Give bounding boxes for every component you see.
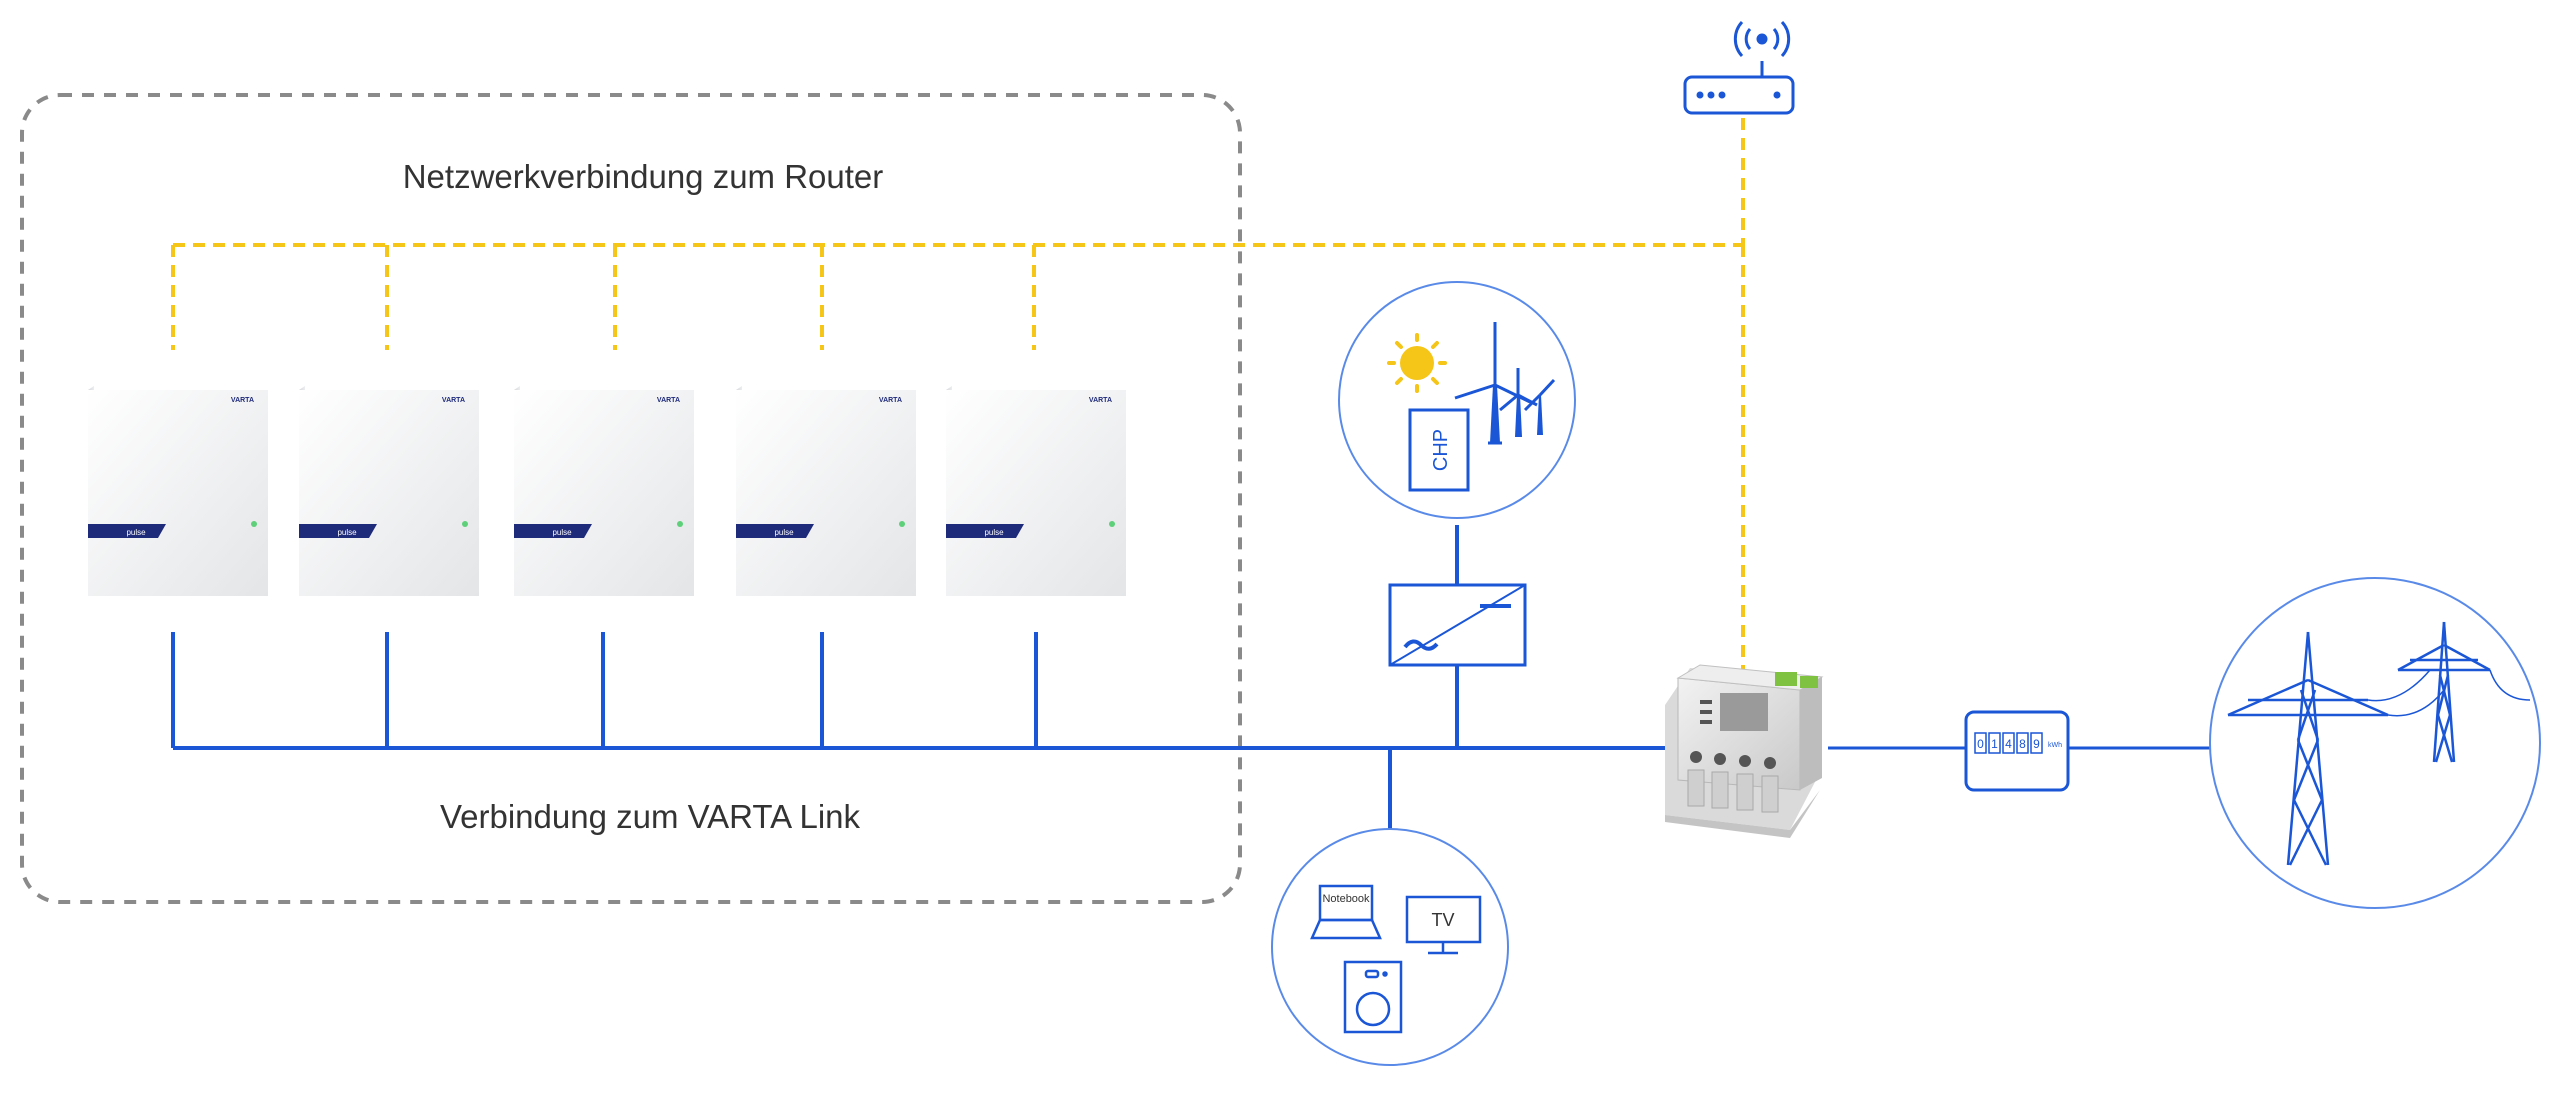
svg-text:1: 1	[1991, 737, 1998, 751]
svg-text:pulse: pulse	[552, 528, 572, 537]
svg-text:VARTA: VARTA	[442, 397, 465, 404]
svg-text:0: 0	[1977, 737, 1984, 751]
svg-text:pulse: pulse	[774, 528, 794, 537]
chp-icon: CHP	[1408, 408, 1470, 492]
battery-unit-5: VARTA pulse	[946, 386, 1126, 596]
generation-circle	[1338, 281, 1576, 519]
grid-circle	[2209, 577, 2541, 909]
varta-link-connection-caption: Verbindung zum VARTA Link	[440, 798, 861, 835]
sun-icon	[1387, 333, 1447, 393]
network-connection-caption: Netzwerkverbindung zum Router	[403, 158, 884, 195]
svg-text:VARTA: VARTA	[657, 397, 680, 404]
battery-cluster-frame	[20, 93, 1242, 904]
svg-text:kWh: kWh	[2048, 742, 2062, 749]
svg-text:VARTA: VARTA	[879, 397, 902, 404]
varta-link-device	[1665, 664, 1824, 838]
battery-unit-1: VARTA pulse	[88, 386, 268, 596]
power-lines	[171, 525, 1670, 830]
network-lines	[171, 118, 1745, 680]
svg-text:CHP: CHP	[1430, 429, 1452, 471]
inverter-icon	[1388, 583, 1527, 667]
svg-text:pulse: pulse	[984, 528, 1004, 537]
svg-text:VARTA: VARTA	[1089, 397, 1112, 404]
svg-text:pulse: pulse	[337, 528, 357, 537]
washing-machine-icon	[1343, 960, 1403, 1034]
svg-text:TV: TV	[1431, 910, 1454, 930]
consumers-circle	[1271, 828, 1509, 1066]
electricity-meter-icon: 0 1 4 8 9 kWh	[1964, 710, 2070, 792]
svg-text:Notebook: Notebook	[1322, 893, 1370, 905]
wind-turbine-icon	[1454, 322, 1556, 445]
battery-unit-4: VARTA pulse	[736, 386, 916, 596]
svg-text:VARTA: VARTA	[231, 397, 254, 404]
tv-icon: TV	[1405, 895, 1482, 955]
power-pylon-icon	[2227, 621, 2531, 866]
router-icon	[1683, 20, 1795, 115]
battery-unit-2: VARTA pulse	[299, 386, 479, 596]
svg-text:pulse: pulse	[126, 528, 146, 537]
notebook-icon: Notebook	[1310, 884, 1382, 940]
battery-unit-3: VARTA pulse	[514, 386, 694, 596]
svg-text:9: 9	[2033, 737, 2040, 751]
svg-text:4: 4	[2005, 737, 2012, 751]
svg-text:8: 8	[2019, 737, 2026, 751]
